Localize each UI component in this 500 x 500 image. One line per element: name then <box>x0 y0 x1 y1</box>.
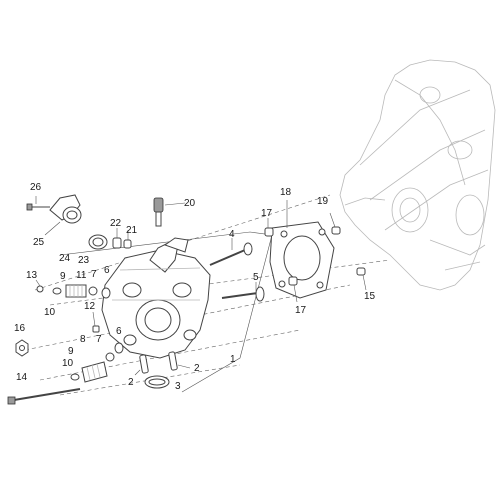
callout-7: 7 <box>91 269 97 280</box>
callout-13: 13 <box>26 270 38 281</box>
callout-26: 26 <box>30 182 42 193</box>
fittings-21-22 <box>112 228 132 249</box>
callout-7: 7 <box>96 334 102 345</box>
callout-9: 9 <box>68 346 74 357</box>
callout-19: 19 <box>317 196 329 207</box>
callout-15: 15 <box>364 291 376 302</box>
dowel-pins-17 <box>264 218 298 303</box>
cylinder-gasket <box>269 200 335 299</box>
callout-18: 18 <box>280 187 292 198</box>
cylinder-head <box>101 237 211 359</box>
callout-16: 16 <box>14 323 26 334</box>
callout-6: 6 <box>104 265 110 276</box>
callout-21: 21 <box>126 225 138 236</box>
union-fitting <box>88 234 108 250</box>
callout-2: 2 <box>194 363 200 374</box>
bracket-assembly <box>26 194 82 236</box>
callout-17: 17 <box>295 305 307 316</box>
callout-8: 8 <box>80 334 86 345</box>
dowel-pin-19 <box>329 212 341 235</box>
valve-intake <box>209 238 253 266</box>
callout-17: 17 <box>261 208 273 219</box>
callout-24: 24 <box>59 253 71 264</box>
callout-1: 1 <box>230 354 236 365</box>
callout-2: 2 <box>128 377 134 388</box>
callout-22: 22 <box>110 218 122 229</box>
callout-6: 6 <box>116 326 122 337</box>
left-small-parts <box>35 279 111 333</box>
callout-14: 14 <box>16 372 28 383</box>
callout-3: 3 <box>175 381 181 392</box>
callout-12: 12 <box>84 301 96 312</box>
dowels-2-oring-3 <box>134 351 191 389</box>
stud-15 <box>356 267 367 291</box>
valve-exhaust <box>221 282 265 302</box>
temperature-sensor <box>153 197 186 227</box>
callout-11: 11 <box>76 270 87 281</box>
callout-23: 23 <box>78 255 90 266</box>
callout-4: 4 <box>229 229 235 240</box>
callout-10: 10 <box>44 307 56 318</box>
callout-10: 10 <box>62 358 74 369</box>
nut-16 <box>15 339 29 357</box>
callout-9: 9 <box>60 271 66 282</box>
callout-5: 5 <box>253 272 259 283</box>
callout-20: 20 <box>184 198 196 209</box>
crankcase-background <box>339 59 496 291</box>
lower-valve-spring <box>70 342 124 383</box>
bolt-14 <box>7 388 81 405</box>
callout-labels: 1 2 2 3 4 5 6 6 7 7 8 9 9 10 10 11 12 13… <box>14 182 376 392</box>
callout-25: 25 <box>33 237 45 248</box>
